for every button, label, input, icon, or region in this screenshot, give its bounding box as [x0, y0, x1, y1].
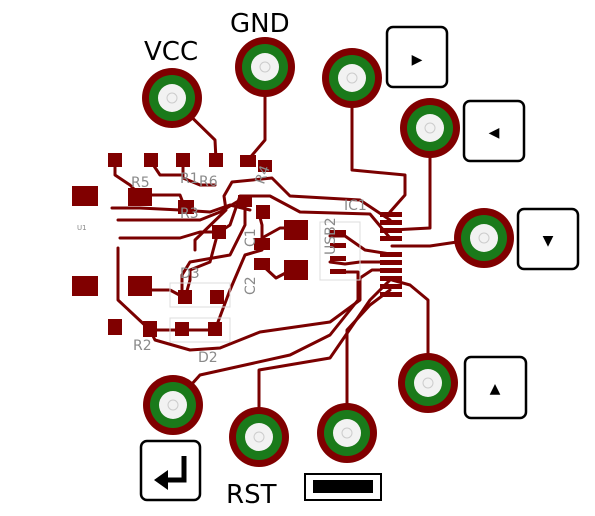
left-key-button[interactable]: ◀	[462, 99, 526, 163]
r4-label: R4	[252, 163, 273, 186]
enter-key-button[interactable]	[139, 439, 202, 502]
up-key-button[interactable]: ▲	[463, 355, 528, 420]
labels: VCC GND RST IC1 R5 R1 R6 R4 R3 R2 D3 D2 …	[77, 9, 367, 510]
u1-label: U1	[77, 224, 87, 232]
left-arrow-icon: ◀	[489, 125, 500, 141]
pin-left-pad[interactable]	[400, 98, 460, 158]
rst-label: RST	[226, 480, 277, 510]
r3-label: R3	[180, 206, 199, 222]
pin-rst-a-pad[interactable]	[229, 407, 289, 467]
c1-label: C1	[243, 228, 259, 247]
ic1-label: IC1	[344, 198, 367, 214]
pin-rst-b-pad[interactable]	[317, 403, 377, 463]
pin-enter-pad[interactable]	[143, 375, 203, 435]
enter-icon	[154, 456, 187, 490]
up-arrow-icon: ▲	[490, 381, 501, 397]
d3-label: D3	[180, 266, 200, 282]
r2-label: R2	[133, 338, 152, 354]
vcc-label: VCC	[144, 37, 198, 67]
pin-gnd-pad[interactable]	[235, 37, 295, 97]
down-key-button[interactable]: ▼	[516, 207, 580, 271]
pin-vcc-pad[interactable]	[142, 68, 202, 128]
right-arrow-icon: ▶	[412, 52, 423, 68]
gnd-label: GND	[230, 9, 290, 39]
r1-label: R1	[180, 171, 199, 187]
rst-button-icon[interactable]	[304, 473, 382, 501]
r5-label: R5	[131, 175, 150, 191]
r6-label: R6	[199, 174, 218, 190]
silkscreen-outlines	[169, 221, 361, 343]
usb-label: USB2	[323, 217, 339, 255]
down-arrow-icon: ▼	[543, 233, 554, 249]
smd-pads	[72, 153, 402, 337]
pin-right-pad[interactable]	[322, 48, 382, 108]
pin-down-pad[interactable]	[454, 208, 514, 268]
c2-label: C2	[243, 276, 259, 295]
traces	[110, 65, 486, 439]
pin-up-pad[interactable]	[398, 353, 458, 413]
d2-label: D2	[198, 350, 218, 366]
right-key-button[interactable]: ▶	[385, 25, 449, 89]
